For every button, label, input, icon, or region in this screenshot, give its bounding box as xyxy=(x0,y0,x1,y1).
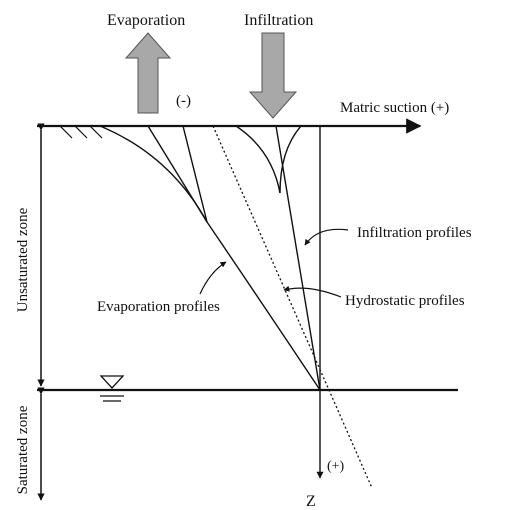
ground-hatch xyxy=(59,125,103,139)
unsaturated-zone-label: Unsaturated zone xyxy=(15,207,31,312)
infiltration-profiles-label: Infiltration profiles xyxy=(357,225,472,241)
infiltration-leader-arrow xyxy=(304,228,349,246)
hydrostatic-profile-line xyxy=(212,125,373,489)
infiltration-arrow xyxy=(248,32,298,119)
hydrostatic-leader-arrow xyxy=(283,285,342,298)
matric-suction-label: Matric suction (+) xyxy=(340,100,449,116)
negative-sign-label: (-) xyxy=(176,93,191,109)
water-table-symbol xyxy=(99,375,125,402)
evaporation-leader-arrow xyxy=(199,261,227,295)
evaporation-profiles-label: Evaporation profiles xyxy=(97,299,220,315)
evaporation-arrow xyxy=(124,32,172,114)
hydrostatic-profiles-label: Hydrostatic profiles xyxy=(345,293,465,309)
evaporation-label: Evaporation xyxy=(107,12,185,29)
saturated-zone-label: Saturated zone xyxy=(15,405,31,494)
positive-sign-label: (+) xyxy=(327,459,345,474)
evaporation-profile-curves xyxy=(99,125,321,391)
infiltration-profile-curves xyxy=(235,125,321,391)
z-axis-label: Z xyxy=(306,493,316,510)
infiltration-label: Infiltration xyxy=(244,12,313,29)
